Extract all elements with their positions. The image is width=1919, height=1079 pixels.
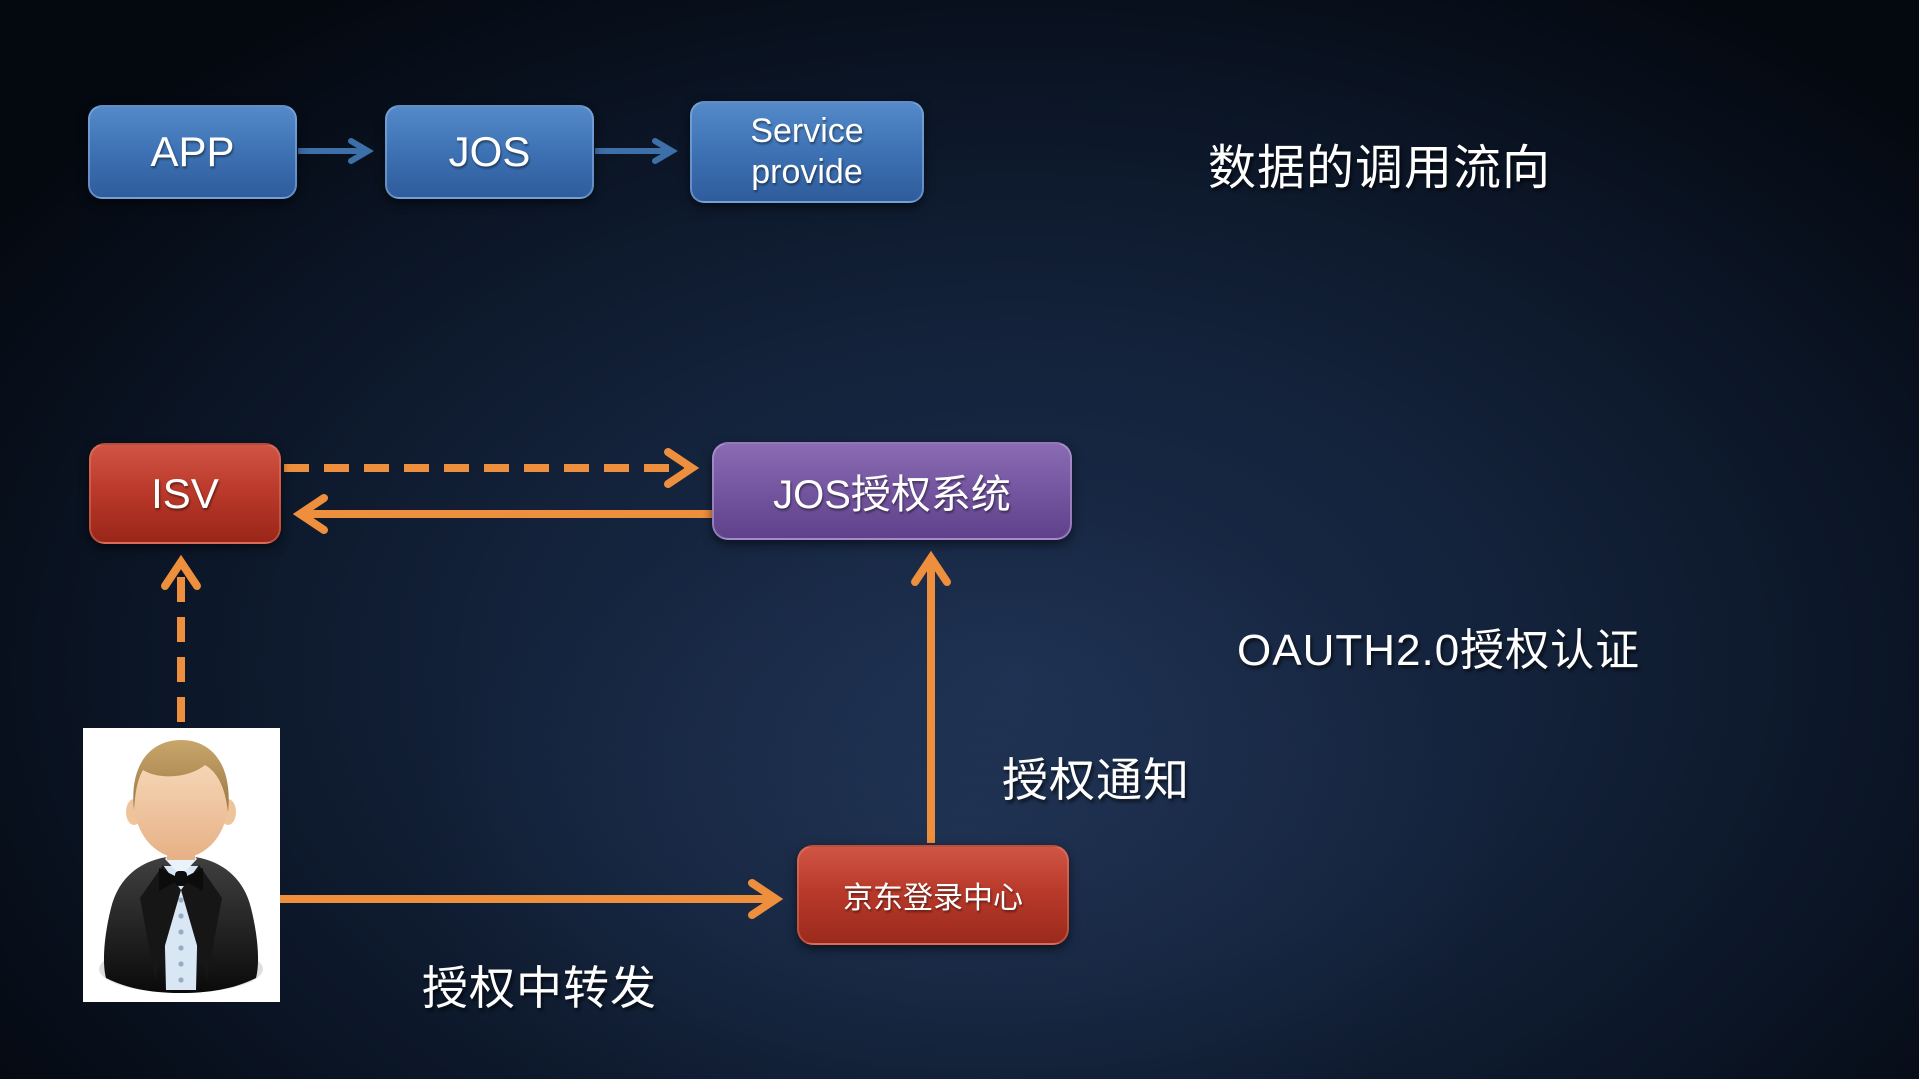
node-service-provider-label: Service provide — [750, 112, 864, 191]
label-auth-relay: 授权中转发 — [422, 962, 657, 1014]
user-avatar — [83, 728, 280, 1002]
caption-data-flow: 数据的调用流向 — [1208, 142, 1552, 195]
node-isv: ISV — [89, 443, 281, 544]
node-app-label: APP — [150, 128, 235, 175]
node-app: APP — [88, 105, 297, 199]
node-isv-label: ISV — [151, 469, 219, 517]
node-jos: JOS — [385, 105, 594, 199]
caption-oauth: OAUTH2.0授权认证 — [1237, 626, 1641, 675]
node-jos-auth-system: JOS授权系统 — [712, 442, 1072, 540]
label-auth-notify: 授权通知 — [1002, 754, 1190, 806]
node-jos-label: JOS — [448, 128, 531, 175]
node-jd-login-center-label: 京东登录中心 — [843, 882, 1023, 915]
node-service-provider: Service provide — [690, 101, 924, 203]
node-jd-login-center: 京东登录中心 — [797, 845, 1069, 945]
businessman-avatar-icon — [83, 728, 280, 1002]
node-jos-auth-system-label: JOS授权系统 — [773, 473, 1011, 517]
